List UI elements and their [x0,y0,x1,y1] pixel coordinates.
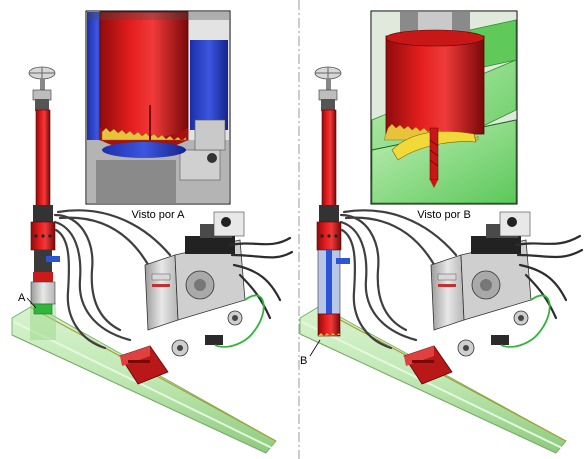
marker-a: A [18,292,37,309]
hydraulic-hoses-left [53,209,172,350]
drilling-column-right [314,66,350,337]
inset-view-a: Visto por A [85,10,231,221]
caption-visto-por-a: Visto por A [132,209,186,221]
hydraulic-hoses-right [339,209,458,350]
hydraulic-power-unit-right [430,211,584,357]
label-a: A [18,292,26,304]
label-b: B [300,355,307,367]
hydraulic-power-unit-left [144,211,294,357]
toolbox-left [119,345,169,385]
toolbox-right [403,345,453,385]
marker-b: B [300,339,321,367]
right-panel: Visto por B B [299,10,584,454]
drilling-column-left [28,66,60,315]
inset-view-b: Visto por B [370,10,518,221]
left-panel: Visto por A A [11,10,294,454]
caption-visto-por-b: Visto por B [417,209,471,221]
